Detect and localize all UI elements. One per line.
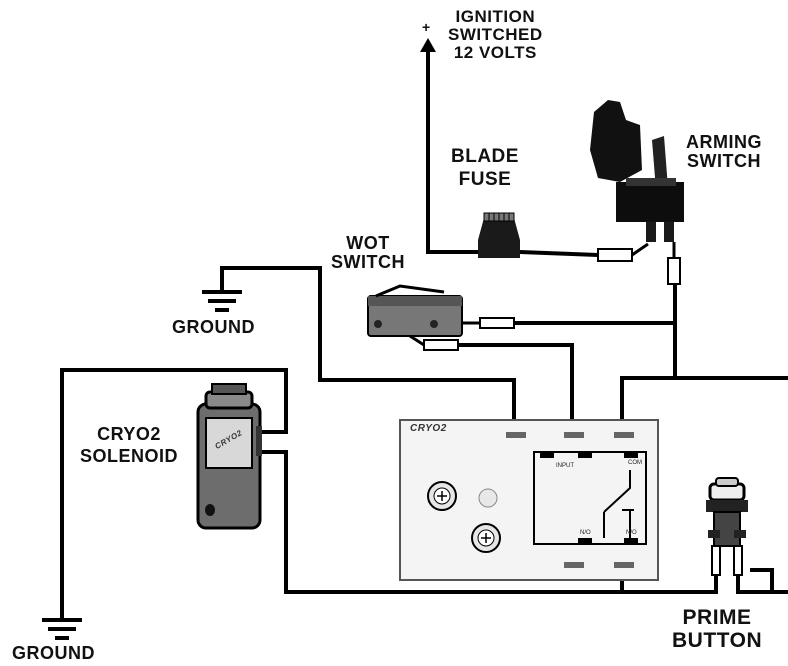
controller-panel — [399, 419, 659, 581]
wot-switch — [367, 284, 515, 351]
blade-fuse — [478, 212, 520, 258]
ignition-label: IGNITION SWITCHED 12 VOLTS — [448, 8, 543, 62]
blade-fuse-label: BLADE FUSE — [451, 146, 519, 192]
ground-symbol-bottom — [42, 618, 82, 640]
controller-input-label: INPUT — [556, 463, 574, 469]
blade-fuse-line2: FUSE — [458, 168, 512, 190]
wot-to-controller-wire — [455, 343, 574, 432]
ignition-plus: + — [422, 19, 431, 35]
ground-symbol-top — [202, 290, 242, 312]
ignition-arrow — [420, 38, 436, 52]
prime-button — [706, 477, 748, 576]
cryo2-solenoid-line1: CRYO2 — [97, 424, 161, 444]
controller-right-wire — [620, 376, 788, 432]
arming-switch — [590, 100, 684, 285]
ground-bottom-label: GROUND — [12, 643, 95, 663]
wires — [60, 50, 788, 618]
wot-switch-line1: WOT — [346, 233, 390, 253]
controller-no-label: N/O — [626, 530, 637, 536]
ignition-line3: 12 VOLTS — [453, 42, 537, 62]
wot-switch-line2: SWITCH — [331, 251, 405, 272]
arming-switch-line1: ARMING — [686, 132, 762, 152]
prime-wire-left — [622, 575, 718, 594]
controller-com-label: COM — [628, 460, 642, 466]
ground-bottom-wire — [60, 368, 288, 618]
prime-button-line1: PRIME — [682, 606, 752, 629]
ignition-wire — [426, 50, 478, 254]
cryo2-solenoid-label: CRYO2 SOLENOID — [80, 424, 178, 467]
prime-button-line2: BUTTON — [672, 629, 763, 653]
wot-switch-label: WOT SWITCH — [331, 234, 405, 272]
arming-switch-line2: SWITCH — [687, 150, 761, 171]
ignition-line2: SWITCHED — [448, 24, 543, 44]
fuse-to-switch-wire — [519, 250, 599, 257]
cryo2-solenoid — [196, 383, 262, 530]
prime-button-label: PRIME BUTTON — [672, 606, 762, 652]
ground-top-wire — [220, 266, 516, 432]
arming-switch-label: ARMING SWITCH — [686, 133, 762, 171]
cryo2-solenoid-line2: SOLENOID — [80, 445, 179, 466]
prime-wire-right — [736, 575, 788, 594]
prime-wire-right2 — [750, 568, 774, 592]
blade-fuse-line1: BLADE — [451, 146, 519, 167]
ignition-line1: IGNITION — [455, 7, 536, 26]
controller-nc-label: N/O — [580, 530, 591, 536]
solenoid-to-controller-wire — [258, 450, 624, 594]
controller-logo: CRYO2 — [410, 423, 447, 434]
ground-top-label: GROUND — [172, 317, 255, 337]
